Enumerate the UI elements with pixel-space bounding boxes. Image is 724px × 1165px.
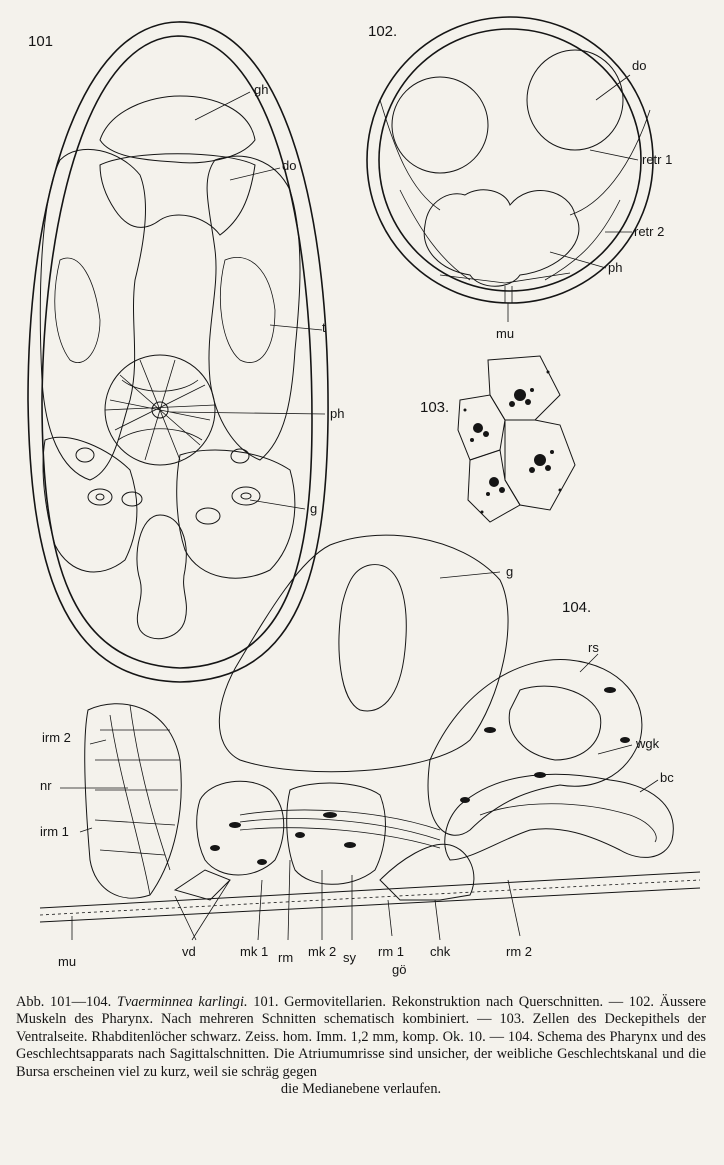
label-g-104: g <box>506 564 513 579</box>
label-rm1: rm 1 <box>378 944 404 959</box>
caption-prefix: Abb. 101—104. <box>16 994 112 1010</box>
label-retr1: retr 1 <box>642 152 672 167</box>
label-ph-102: ph <box>608 260 622 275</box>
label-chk: chk <box>430 944 451 959</box>
label-mk1: mk 1 <box>240 944 268 959</box>
label-mu-102: mu <box>496 326 514 341</box>
figure-plate: 101 gh do t <box>27 16 701 977</box>
figure-103-number: 103. <box>420 399 449 416</box>
caption-body: 101. Germovitellarien. Rekonstruktion na… <box>16 994 706 1080</box>
label-mk2: mk 2 <box>308 944 336 959</box>
figure-101-number: 101 <box>28 33 53 50</box>
label-vd: vd <box>182 944 196 959</box>
label-retr2: retr 2 <box>634 224 664 239</box>
label-mu-104: mu <box>58 954 76 969</box>
figure-101: 101 <box>27 21 329 683</box>
figure-102-number: 102. <box>368 23 397 40</box>
figure-103: 103. <box>420 355 576 523</box>
figure-104: 104. <box>39 534 701 941</box>
figure-104-number: 104. <box>562 599 591 616</box>
label-rm2: rm 2 <box>506 944 532 959</box>
figure-102: 102. <box>366 16 654 322</box>
caption-last-line: die Medianebene verlaufen. <box>280 1081 442 1098</box>
label-bc: bc <box>660 770 674 785</box>
label-gh: gh <box>254 82 268 97</box>
label-irm1: irm 1 <box>40 824 69 839</box>
label-irm2: irm 2 <box>42 730 71 745</box>
label-do-102: do <box>632 58 646 73</box>
caption-species: Tvaerminnea karlingi. <box>116 994 248 1010</box>
label-nr: nr <box>40 778 52 793</box>
label-sy: sy <box>343 950 357 965</box>
label-rm: rm <box>278 950 293 965</box>
label-wgk: wgk <box>635 736 660 751</box>
label-do-101: do <box>282 158 296 173</box>
label-go: gö <box>392 962 406 977</box>
label-ph-101: ph <box>330 406 344 421</box>
label-rs: rs <box>588 640 599 655</box>
figure-caption: Abb. 101—104. Tvaerminnea karlingi. 101.… <box>16 994 706 1098</box>
label-g-101: g <box>310 501 317 516</box>
label-t: t <box>322 320 326 335</box>
